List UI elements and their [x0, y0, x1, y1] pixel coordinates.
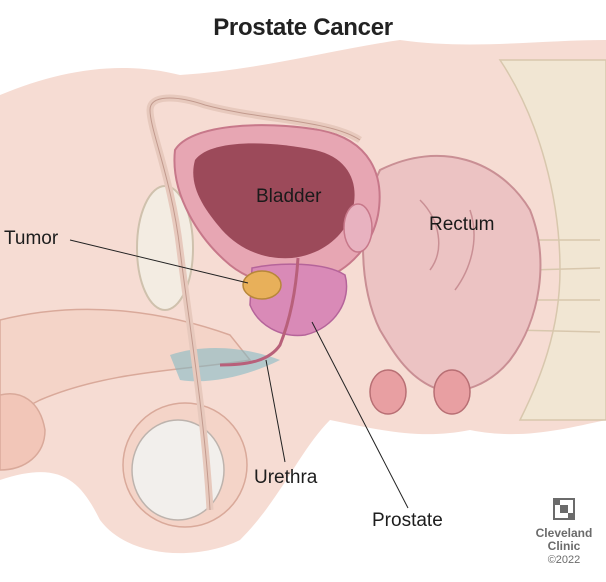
sacrum-bone: [498, 59, 606, 421]
cleveland-clinic-icon: [553, 498, 575, 520]
logo-line2: Clinic: [547, 539, 581, 553]
testicle: [131, 419, 225, 521]
seminal-vesicle: [343, 203, 373, 253]
tumor-mass: [242, 270, 282, 300]
prostate-leader: [311, 321, 409, 509]
tumor-label: Tumor: [4, 228, 59, 249]
cleveland-clinic-logo: Cleveland Clinic ©2022: [528, 498, 600, 567]
sphincter-right: [433, 369, 471, 415]
rectum-label: Rectum: [429, 214, 495, 235]
rectal-folds: [419, 199, 475, 291]
urethra-label: Urethra: [254, 467, 318, 488]
tumor-leader: [69, 239, 249, 284]
page-title: Prostate Cancer: [213, 14, 393, 41]
urethra-leader: [265, 359, 286, 463]
bladder-interior: [193, 143, 355, 259]
urethra-tube: [219, 257, 300, 367]
logo-line1: Cleveland: [535, 526, 593, 540]
spine-segments: [511, 239, 601, 333]
sphincter-left: [369, 369, 407, 415]
rectum: [362, 155, 542, 393]
bladder-label: Bladder: [256, 186, 322, 207]
prostate-label: Prostate: [372, 510, 443, 531]
glans: [0, 393, 46, 471]
logo-copyright: ©2022: [547, 554, 581, 566]
